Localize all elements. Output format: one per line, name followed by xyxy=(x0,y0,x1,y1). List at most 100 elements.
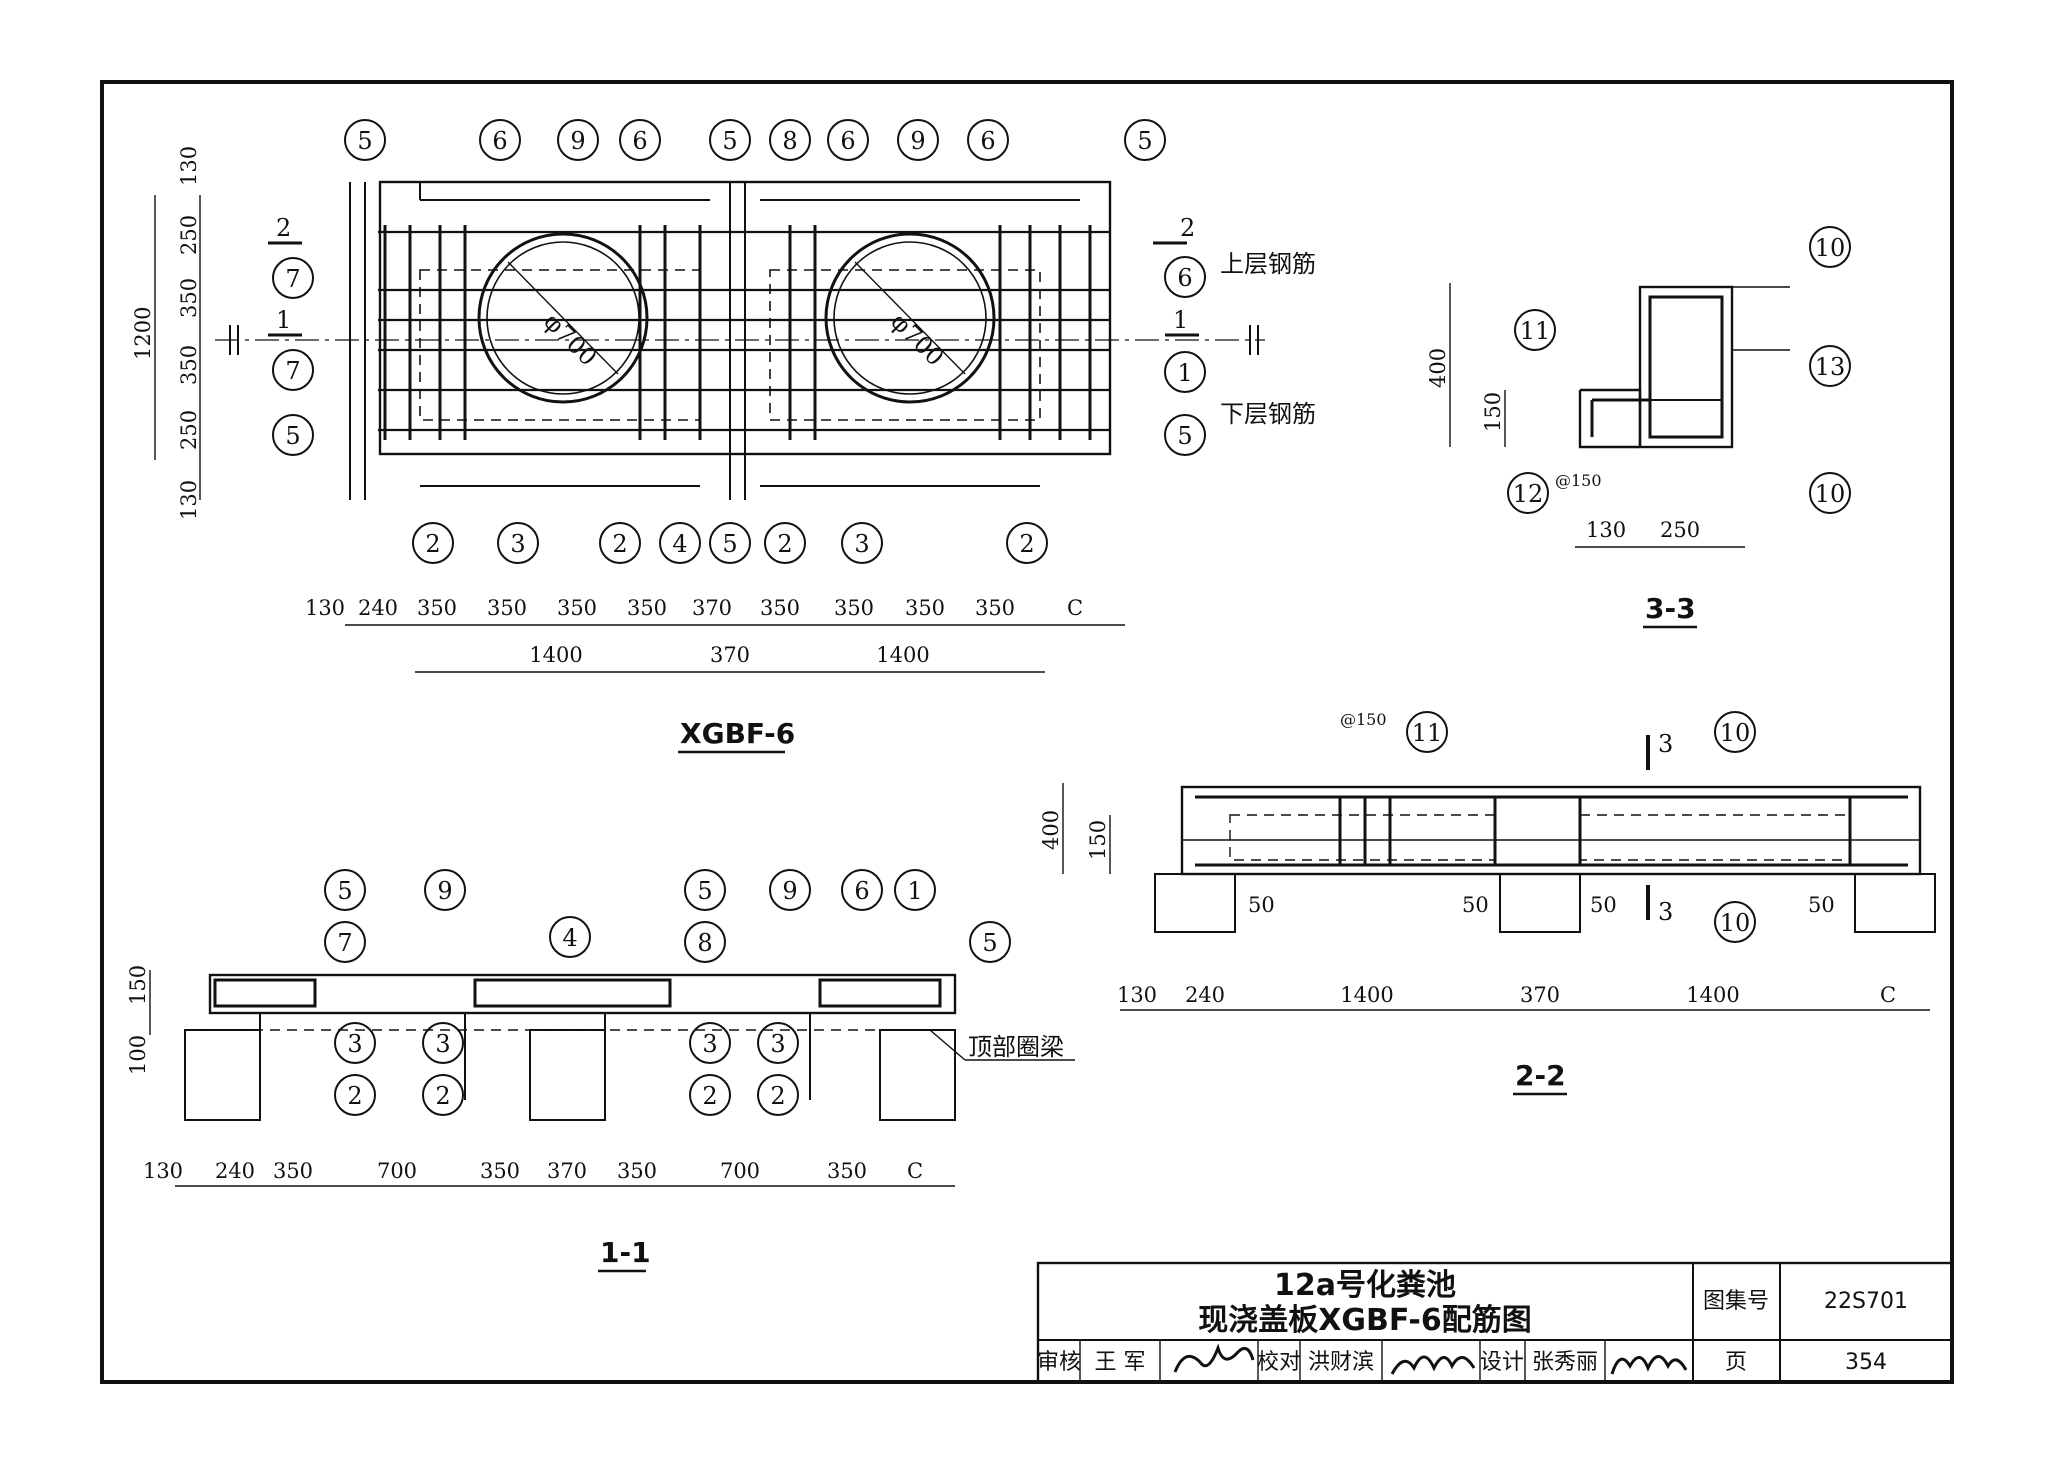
svg-text:50: 50 xyxy=(1590,893,1617,917)
plan-callout-top-2: 9 xyxy=(570,127,585,155)
svg-text:130: 130 xyxy=(1586,518,1626,542)
svg-text:100: 100 xyxy=(126,1035,150,1075)
s11-dim-7: 700 xyxy=(720,1159,760,1183)
s11-callout-15-circle xyxy=(689,1074,731,1116)
plan-callout-bottom-0-circle xyxy=(412,522,454,564)
plan-callout-right-2-circle xyxy=(1164,414,1206,456)
s33-callout-3: 12 xyxy=(1513,480,1544,508)
s11-callout-0-circle xyxy=(324,869,366,911)
plan-callout-bottom-2: 2 xyxy=(612,530,627,558)
plan-callout-top-9: 5 xyxy=(1137,127,1152,155)
svg-text:150: 150 xyxy=(126,965,150,1005)
spacing-22: @150 xyxy=(1340,710,1387,729)
s11-callout-5-circle xyxy=(684,921,726,963)
sheet-border xyxy=(100,80,1954,1384)
section-mark-1-right: 1 xyxy=(1173,306,1188,334)
s11-callout-0: 5 xyxy=(337,877,352,905)
section-2-2-dims: 130 240 1400 370 1400 C xyxy=(1117,983,1896,1007)
atlas-label: 图集号 xyxy=(1703,1289,1769,1314)
plan-dim1-11: C xyxy=(1067,596,1083,620)
svg-text:3: 3 xyxy=(1658,730,1673,758)
plan-left-dims: 130 250 350 350 250 130 1200 xyxy=(131,146,201,520)
plan-callout-top-6: 6 xyxy=(840,127,855,155)
s11-dim-1: 240 xyxy=(215,1159,255,1183)
s11-dim-8: 350 xyxy=(827,1159,867,1183)
s22-dim-3: 370 xyxy=(1520,983,1560,1007)
s22-callout-0-circle xyxy=(1406,711,1448,753)
plan-callout-bottom-4: 5 xyxy=(722,530,737,558)
plan-view: φ700 φ700 1 1 2 2 上层钢筋 下层钢筋 130 250 350 … xyxy=(131,119,1316,754)
section-mark-2-left: 2 xyxy=(276,214,291,242)
s33-callout-1-circle xyxy=(1514,309,1556,351)
plan-callout-top-8: 6 xyxy=(980,127,995,155)
s11-callout-2-circle xyxy=(424,869,466,911)
signature-reviewer xyxy=(1173,1343,1255,1373)
s22-callout-1: 10 xyxy=(1720,719,1751,747)
svg-text:350: 350 xyxy=(177,278,201,318)
atlas-no: 22S701 xyxy=(1824,1289,1908,1314)
page-no: 354 xyxy=(1845,1350,1887,1375)
s22-dim-4: 1400 xyxy=(1686,983,1739,1007)
plan-dim2-1: 370 xyxy=(710,643,750,667)
plan-callout-top-0: 5 xyxy=(357,127,372,155)
plan-callout-top-4-circle xyxy=(709,119,751,161)
s22-dim-2: 1400 xyxy=(1340,983,1393,1007)
s22-callout-2: 10 xyxy=(1720,909,1751,937)
plan-callout-left-2: 5 xyxy=(285,422,300,450)
plan-callout-left-0-circle xyxy=(272,257,314,299)
plan-callout-bottom-7: 2 xyxy=(1019,530,1034,558)
plan-dim1-6: 370 xyxy=(692,596,732,620)
s22-callout-2-circle xyxy=(1714,901,1756,943)
plan-dim1-2: 350 xyxy=(417,596,457,620)
plan-dim1-7: 350 xyxy=(760,596,800,620)
svg-text:400: 400 xyxy=(1426,348,1450,388)
svg-text:审核: 审核 xyxy=(1037,1350,1081,1375)
plan-callout-bottom-2-circle xyxy=(599,522,641,564)
svg-text:张秀丽: 张秀丽 xyxy=(1532,1350,1598,1375)
s33-callout-2: 13 xyxy=(1815,353,1846,381)
ring-beam-label: 顶部圈梁 xyxy=(968,1033,1064,1061)
s11-callout-9-circle xyxy=(969,921,1011,963)
svg-text:设计: 设计 xyxy=(1480,1350,1524,1375)
title-line1: 12a号化粪池 xyxy=(1274,1268,1456,1303)
section-mark-1-left: 1 xyxy=(276,306,291,334)
plan-callout-top-6-circle xyxy=(827,119,869,161)
section-2-2-caption: 2-2 xyxy=(1515,1059,1566,1092)
plan-callout-bottom-3: 4 xyxy=(672,530,687,558)
section-mark-2-right: 2 xyxy=(1180,214,1195,242)
svg-text:400: 400 xyxy=(1039,810,1063,850)
svg-text:350: 350 xyxy=(177,345,201,385)
s11-callout-14-circle xyxy=(689,1022,731,1064)
plan-callout-left-1: 7 xyxy=(285,357,300,385)
plan-callout-bottom-1: 3 xyxy=(510,530,525,558)
svg-text:130: 130 xyxy=(177,146,201,186)
plan-callout-top-2-circle xyxy=(557,119,599,161)
s11-callout-11-circle xyxy=(334,1074,376,1116)
s22-dim-5: C xyxy=(1880,983,1896,1007)
plan-callout-bottom-6-circle xyxy=(841,522,883,564)
plan-callout-bottom-7-circle xyxy=(1006,522,1048,564)
s33-callout-2-circle xyxy=(1809,345,1851,387)
s11-callout-10: 3 xyxy=(347,1030,362,1058)
plan-dim1-3: 350 xyxy=(487,596,527,620)
section-1-1-caption: 1-1 xyxy=(600,1236,651,1269)
s22-callout-0: 11 xyxy=(1412,719,1443,747)
plan-callout-left-2-circle xyxy=(272,414,314,456)
plan-dim1-8: 350 xyxy=(834,596,874,620)
s11-dim-6: 350 xyxy=(617,1159,657,1183)
s22-dim-0: 130 xyxy=(1117,983,1157,1007)
s11-dim-9: C xyxy=(907,1159,923,1183)
plan-callout-top-5: 8 xyxy=(782,127,797,155)
s11-callout-12-circle xyxy=(422,1022,464,1064)
svg-text:王 军: 王 军 xyxy=(1095,1350,1146,1375)
s33-callout-0-circle xyxy=(1809,226,1851,268)
s22-dim-1: 240 xyxy=(1185,983,1225,1007)
plan-callout-bottom-1-circle xyxy=(497,522,539,564)
plan-callout-top-1-circle xyxy=(479,119,521,161)
s33-callout-4-circle xyxy=(1809,472,1851,514)
s11-callout-8: 1 xyxy=(907,877,922,905)
plan-callout-top-5-circle xyxy=(769,119,811,161)
